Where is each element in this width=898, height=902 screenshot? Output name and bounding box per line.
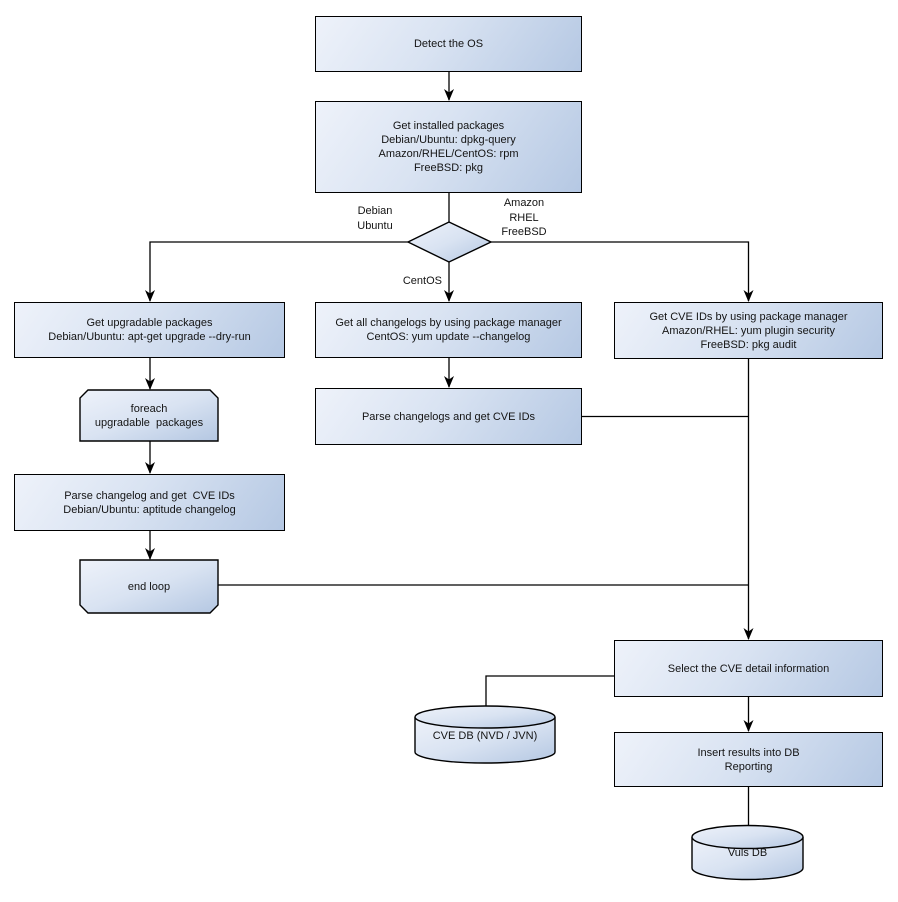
edge-select-to-cvedb bbox=[485, 675, 614, 707]
arrow-icon bbox=[145, 462, 155, 474]
node-label: Get CVE IDs by using package manager Ama… bbox=[649, 310, 848, 351]
cve-db-label: CVE DB (NVD / JVN) bbox=[432, 730, 538, 742]
foreach-loop-shape bbox=[79, 389, 219, 442]
edge-decision-left bbox=[149, 241, 408, 301]
arrow-icon bbox=[145, 290, 155, 302]
node-label: Parse changelog and get CVE IDs Debian/U… bbox=[63, 489, 236, 516]
foreach-loop-label: foreach upgradable packages bbox=[94, 403, 204, 429]
node-get-upgradable-packages: Get upgradable packages Debian/Ubuntu: a… bbox=[14, 302, 285, 358]
node-get-installed-packages: Get installed packages Debian/Ubuntu: dp… bbox=[315, 101, 582, 193]
arrowheads bbox=[145, 89, 754, 732]
arrow-icon bbox=[743, 290, 754, 302]
node-label: Insert results into DB Reporting bbox=[697, 746, 800, 773]
arrow-icon bbox=[145, 378, 155, 390]
branch-label-centos: CentOS bbox=[402, 275, 442, 287]
vuls-db-cylinder bbox=[691, 824, 804, 881]
arrow-icon bbox=[743, 628, 754, 640]
end-loop-shape bbox=[79, 559, 219, 614]
arrow-icon bbox=[145, 548, 155, 560]
arrow-icon bbox=[743, 720, 754, 732]
node-get-cve-ids-pkg-manager: Get CVE IDs by using package manager Ama… bbox=[614, 302, 883, 359]
node-parse-changelogs-centos: Parse changelogs and get CVE IDs bbox=[315, 388, 582, 445]
end-loop-label: end loop bbox=[127, 580, 171, 593]
arrow-icon bbox=[444, 290, 454, 302]
cve-db-cylinder bbox=[414, 705, 556, 764]
arrow-icon bbox=[444, 89, 454, 101]
node-label: Get upgradable packages Debian/Ubuntu: a… bbox=[48, 317, 251, 343]
connectors bbox=[149, 72, 750, 826]
node-label: Detect the OS bbox=[413, 38, 484, 50]
node-insert-results: Insert results into DB Reporting bbox=[614, 732, 883, 787]
os-decision-diamond bbox=[406, 221, 493, 263]
node-label: Parse changelogs and get CVE IDs bbox=[361, 410, 536, 423]
branch-label-amazon-rhel-freebsd: Amazon RHEL FreeBSD bbox=[501, 197, 547, 238]
node-get-all-changelogs: Get all changelogs by using package mana… bbox=[315, 302, 582, 358]
vuls-db-label: Vuls DB bbox=[727, 847, 768, 859]
node-label: Select the CVE detail information bbox=[667, 662, 830, 675]
node-label: Get installed packages Debian/Ubuntu: dp… bbox=[378, 120, 519, 174]
arrow-icon bbox=[444, 376, 454, 388]
node-select-cve-detail: Select the CVE detail information bbox=[614, 640, 883, 697]
node-parse-changelog-debian: Parse changelog and get CVE IDs Debian/U… bbox=[14, 474, 285, 531]
branch-label-debian-ubuntu: Debian Ubuntu bbox=[357, 205, 393, 232]
node-detect-os: Detect the OS bbox=[315, 16, 582, 72]
node-label: Get all changelogs by using package mana… bbox=[335, 317, 562, 343]
edge-decision-right bbox=[491, 241, 750, 301]
